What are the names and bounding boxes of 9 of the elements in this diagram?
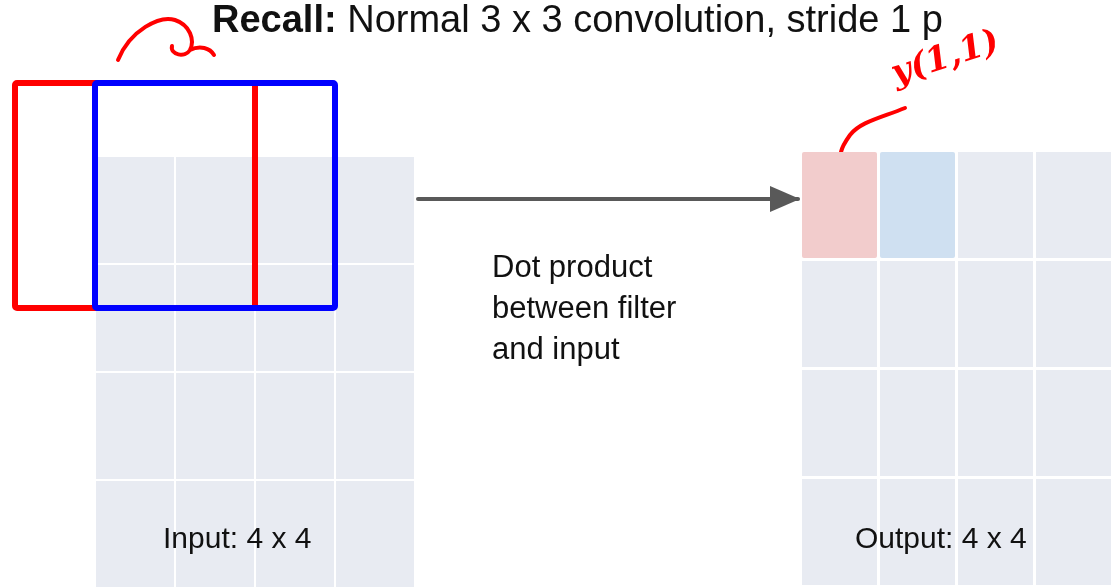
grid-caption: Output: 4 x 4 (855, 521, 1027, 555)
highlighted-cell (880, 152, 955, 258)
filter-window (92, 80, 338, 311)
highlighted-cell (802, 152, 877, 258)
arrow (416, 186, 800, 212)
grid-caption: Input: 4 x 4 (163, 521, 312, 555)
output-grid (802, 152, 1111, 585)
input-grid (96, 157, 414, 587)
leader-line (839, 106, 907, 154)
